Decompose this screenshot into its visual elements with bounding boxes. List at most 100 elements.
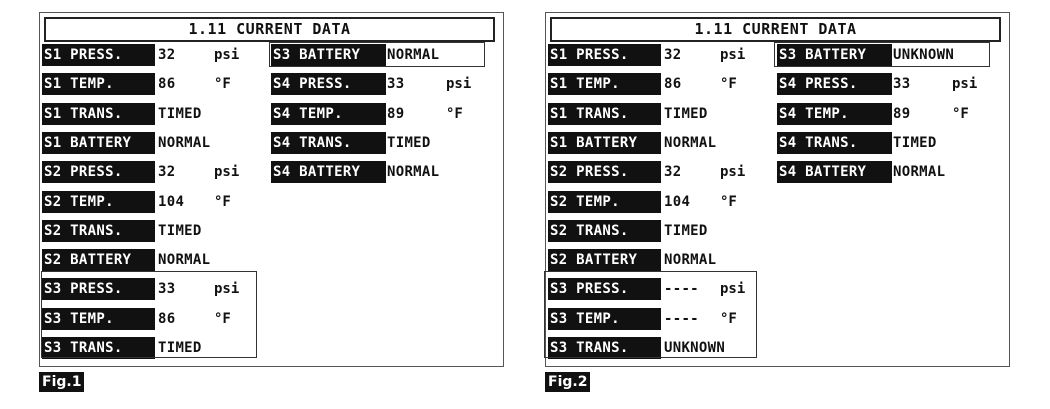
data-row: S1 TEMP.86 °F bbox=[42, 73, 262, 96]
row-unit: psi bbox=[214, 281, 240, 298]
row-unit: °F bbox=[720, 310, 737, 327]
row-label: S4 PRESS. bbox=[271, 73, 386, 96]
row-value: 32 bbox=[158, 164, 176, 181]
row-value: ---- bbox=[664, 281, 699, 298]
row-unit: °F bbox=[214, 76, 231, 93]
row-unit: psi bbox=[952, 76, 978, 93]
row-unit: °F bbox=[446, 105, 463, 122]
row-label: S1 TRANS. bbox=[42, 102, 155, 125]
row-value: 89 bbox=[893, 105, 911, 122]
data-row: S1 TRANS.TIMED bbox=[42, 102, 262, 125]
data-row: S3 PRESS.---- psi bbox=[548, 278, 768, 301]
row-label: S4 PRESS. bbox=[777, 73, 892, 96]
row-value: NORMAL bbox=[387, 164, 440, 181]
data-row: S2 TEMP.104°F bbox=[42, 190, 262, 213]
row-unit: °F bbox=[952, 105, 969, 122]
row-label: S3 PRESS. bbox=[42, 278, 155, 301]
figure-label: Fig.1 bbox=[39, 372, 85, 392]
row-unit: psi bbox=[720, 47, 746, 63]
row-label: S1 PRESS. bbox=[42, 44, 155, 66]
row-unit: °F bbox=[720, 193, 737, 210]
row-value: TIMED bbox=[893, 134, 937, 151]
row-label: S3 PRESS. bbox=[548, 278, 661, 301]
s3-sensor-highlight-box bbox=[544, 271, 757, 358]
data-row: S1 PRESS.32 psi bbox=[42, 44, 262, 66]
data-row: S4 TRANS.TIMED bbox=[271, 131, 491, 154]
row-label: S3 TRANS. bbox=[548, 337, 661, 359]
row-value: TIMED bbox=[158, 340, 202, 356]
row-value: 86 bbox=[158, 310, 176, 327]
row-value: 33 bbox=[158, 281, 176, 298]
panel-title: 1.11 CURRENT DATA bbox=[44, 17, 495, 42]
row-value: TIMED bbox=[664, 105, 708, 122]
row-label: S1 BATTERY bbox=[42, 131, 155, 154]
row-value: TIMED bbox=[158, 222, 202, 239]
row-value: 89 bbox=[387, 105, 405, 122]
row-value: 32 bbox=[158, 47, 176, 63]
row-value: ---- bbox=[664, 310, 699, 327]
row-label: S2 TRANS. bbox=[548, 219, 661, 242]
row-value: NORMAL bbox=[158, 252, 211, 269]
row-label: S2 TEMP. bbox=[548, 190, 661, 213]
row-value: UNKNOWN bbox=[664, 340, 726, 356]
row-value: 32 bbox=[664, 47, 682, 63]
row-label: S4 BATTERY bbox=[777, 161, 892, 184]
data-row: S4 PRESS.33 psi bbox=[777, 73, 997, 96]
row-unit: psi bbox=[720, 281, 746, 298]
figure-label: Fig.2 bbox=[545, 372, 591, 392]
row-unit: psi bbox=[446, 76, 472, 93]
row-label: S1 BATTERY bbox=[548, 131, 661, 154]
row-unit: psi bbox=[214, 164, 240, 181]
data-row: S3 TEMP.---- °F bbox=[548, 307, 768, 330]
row-label: S4 TEMP. bbox=[777, 102, 892, 125]
row-label: S1 TEMP. bbox=[42, 73, 155, 96]
row-value: NORMAL bbox=[158, 134, 211, 151]
row-label: S4 TRANS. bbox=[777, 131, 892, 154]
data-row: S1 TEMP.86°F bbox=[548, 73, 768, 96]
row-label: S3 TEMP. bbox=[548, 307, 661, 330]
row-value: NORMAL bbox=[664, 252, 717, 269]
data-row: S3 TRANS.UNKNOWN bbox=[548, 337, 768, 359]
data-row: S3 PRESS.33 psi bbox=[42, 278, 262, 301]
row-label: S2 PRESS. bbox=[548, 161, 661, 184]
row-value: 86 bbox=[664, 76, 682, 93]
s3-sensor-highlight-box bbox=[41, 271, 257, 358]
row-label: S1 PRESS. bbox=[548, 44, 661, 66]
panel-title: 1.11 CURRENT DATA bbox=[550, 17, 1001, 42]
row-value: 86 bbox=[158, 76, 176, 93]
row-value: UNKNOWN bbox=[893, 47, 955, 63]
row-label: S4 TEMP. bbox=[271, 102, 386, 125]
row-value: NORMAL bbox=[387, 47, 440, 63]
row-label: S2 TRANS. bbox=[42, 219, 155, 242]
row-value: 104 bbox=[158, 193, 185, 210]
row-label: S3 TEMP. bbox=[42, 307, 155, 330]
data-row: S1 TRANS.TIMED bbox=[548, 102, 768, 125]
data-row: S2 PRESS.32 psi bbox=[42, 161, 262, 184]
row-label: S2 BATTERY bbox=[548, 249, 661, 272]
row-label: S3 BATTERY bbox=[777, 44, 892, 66]
row-value: 33 bbox=[893, 76, 911, 93]
data-row: S2 TRANS.TIMED bbox=[42, 219, 262, 242]
row-label: S2 PRESS. bbox=[42, 161, 155, 184]
row-value: TIMED bbox=[387, 134, 431, 151]
row-label: S4 TRANS. bbox=[271, 131, 386, 154]
data-row: S2 TRANS.TIMED bbox=[548, 219, 768, 242]
data-row: S4 TRANS.TIMED bbox=[777, 131, 997, 154]
data-row: S3 TEMP.86°F bbox=[42, 307, 262, 330]
row-unit: °F bbox=[720, 76, 737, 93]
s3-battery-highlight-box bbox=[269, 42, 485, 67]
row-unit: psi bbox=[214, 47, 240, 63]
row-unit: psi bbox=[720, 164, 746, 181]
row-value: 33 bbox=[387, 76, 405, 93]
row-label: S2 BATTERY bbox=[42, 249, 155, 272]
row-label: S3 BATTERY bbox=[271, 44, 386, 66]
